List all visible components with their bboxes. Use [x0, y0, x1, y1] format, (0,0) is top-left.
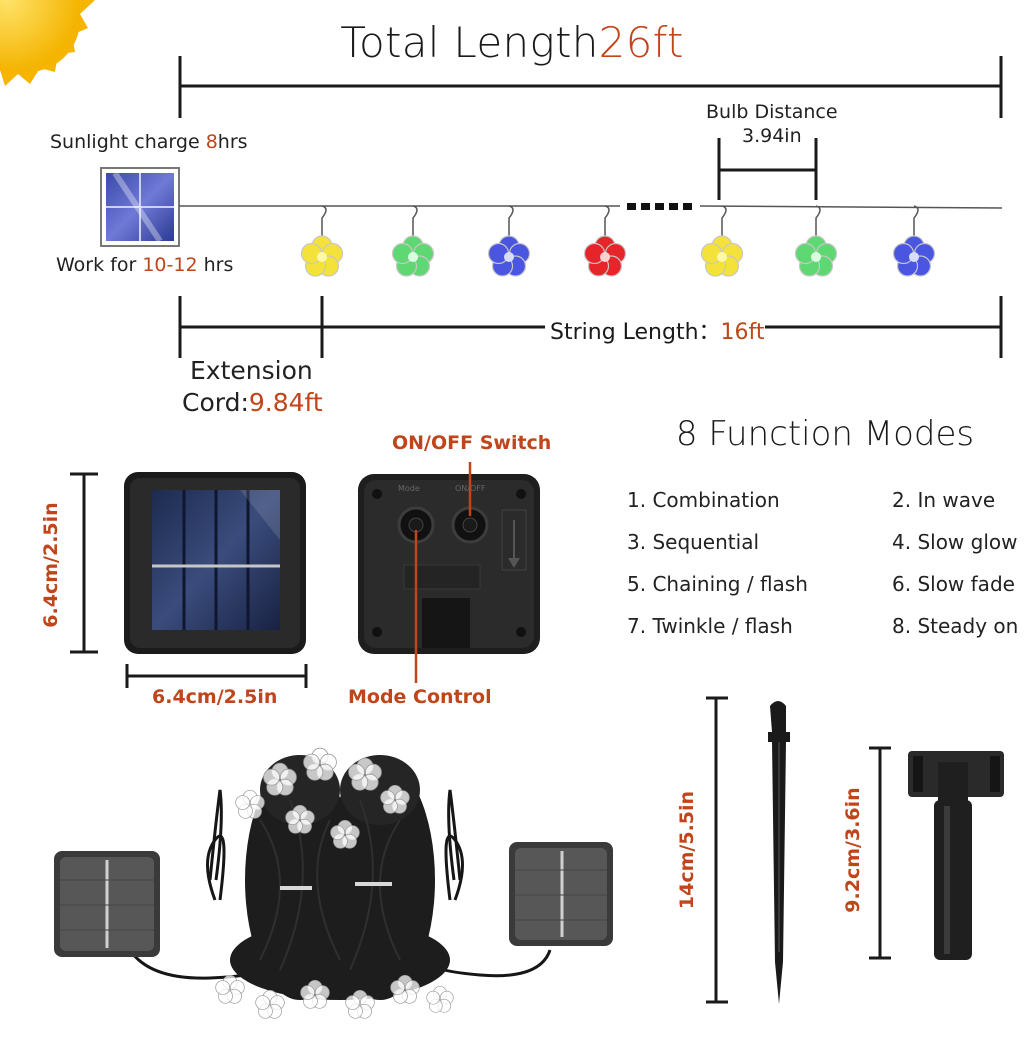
bulb-blue-2 [892, 235, 936, 277]
sun-icon [0, 0, 95, 86]
string-length-dimension [178, 296, 1003, 358]
work-unit: hrs [197, 254, 234, 276]
mode-item: 7. Twinkle / flash [627, 614, 793, 638]
solar-panel-back [358, 474, 540, 654]
bulb-distance-label: Bulb Distance [706, 101, 838, 123]
work-value: 10-12 [142, 254, 198, 276]
title-text: Total Length [340, 18, 599, 67]
bulb-red-1 [583, 235, 627, 277]
bulb-distance-dimension [717, 138, 818, 200]
mode-item: 3. Sequential [627, 530, 760, 554]
string-length-text: String Length： [550, 320, 721, 345]
product-bundle-photo [54, 747, 613, 1019]
bulb-yellow-1 [300, 235, 344, 277]
mode-item: 1. Combination [627, 488, 780, 512]
bulb-yellow-2 [700, 235, 744, 277]
page-title: Total Length26ft [0, 18, 1024, 67]
bulb-blue-1 [487, 235, 531, 277]
work-text: Work for [56, 254, 143, 276]
mode-item: 8. Steady on [892, 614, 1019, 638]
panel-holder-icon [908, 751, 1004, 960]
string-length-value: 16ft [720, 320, 765, 345]
box-mode-print: Mode [398, 484, 420, 493]
sunlight-unit: hrs [217, 131, 248, 153]
panel-height-label: 6.4cm/2.5in [40, 502, 62, 628]
sunlight-charge-label: Sunlight charge 8hrs [50, 131, 248, 153]
panel-width-dimension [125, 664, 308, 688]
bulb-green-1 [391, 235, 435, 277]
mode-item: 2. In wave [892, 488, 996, 512]
on-off-switch-label: ON/OFF Switch [392, 432, 552, 454]
total-length-dimension [178, 56, 1003, 118]
mode-item: 4. Slow glow [892, 530, 1018, 554]
mode-control-label: Mode Control [348, 686, 492, 708]
bulb-distance-value: 3.94in [742, 125, 802, 147]
solar-panel-front [124, 472, 306, 654]
light-string-wire [179, 205, 1003, 209]
extension-cord-line2: Cord:9.84ft [182, 388, 323, 417]
ellipsis-dots [627, 203, 692, 210]
stake-dimension [706, 696, 728, 1004]
title-value: 26ft [598, 18, 684, 67]
extension-text: Cord: [182, 388, 249, 417]
mode-item: 6. Slow fade [892, 572, 1015, 596]
string-solar-panel-icon [100, 167, 180, 247]
sunlight-text: Sunlight charge [50, 131, 206, 153]
ground-stake-icon [768, 701, 790, 1004]
bulb-green-2 [794, 235, 838, 277]
function-modes-title: 8 Function Modes [675, 414, 975, 454]
string-length-label: String Length：16ft [550, 314, 765, 346]
work-duration-label: Work for 10-12 hrs [56, 254, 233, 276]
panel-width-label: 6.4cm/2.5in [152, 686, 278, 708]
holder-length-label: 9.2cm/3.6in [842, 787, 864, 913]
stake-length-label: 14cm/5.5in [676, 790, 698, 910]
panel-height-dimension [70, 472, 98, 654]
sunlight-value: 8 [205, 131, 218, 153]
holder-dimension [869, 746, 891, 960]
extension-value: 9.84ft [248, 388, 323, 417]
box-onoff-print: ON/OFF [455, 484, 486, 493]
mode-item: 5. Chaining / flash [627, 572, 808, 596]
extension-cord-line1: Extension [190, 356, 313, 385]
